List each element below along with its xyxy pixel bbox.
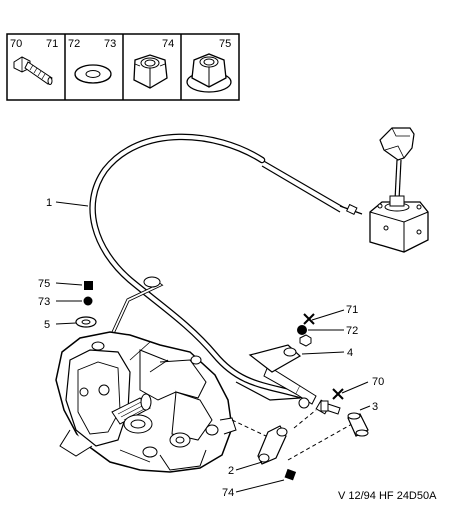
nut-icon [133,54,168,89]
gearbox-housing [55,331,237,473]
marker-70-cross [332,388,344,400]
callout-4: 4 [347,347,353,359]
callout-5: 5 [44,319,50,331]
legend-ref-74: 74 [162,38,174,50]
bracket-bolt [299,334,312,347]
callout-72: 72 [346,325,358,337]
legend-ref-72: 72 [68,38,80,50]
input-shaft [111,393,153,434]
callout-75: 75 [38,278,50,290]
callout-71: 71 [346,304,358,316]
callout-74: 74 [222,487,234,499]
legend-ref-71: 71 [46,38,58,50]
cable-end-bush [347,412,369,437]
cable-bracket [75,276,164,336]
selector-link [231,381,353,461]
legend-ref-75: 75 [219,38,231,50]
legend-ref-70: 70 [10,38,22,50]
fitting-bolt [320,400,341,415]
cable-support-bracket [248,344,302,373]
drawing-reference-code: V 12/94 HF 24D50A [338,490,437,502]
legend-ref-73: 73 [104,38,116,50]
flanged-nut-icon [186,53,232,93]
marker-71-cross [303,313,315,325]
parts-legend: 70 71 72 73 74 75 [6,33,240,101]
bolt-icon [13,56,53,85]
marker-73-circle [83,296,93,306]
selector-lever-arm [257,425,288,465]
nut-72-marker [297,325,307,335]
marker-74-square [284,468,297,481]
callout-70: 70 [372,376,384,388]
gear-cable [89,133,363,415]
washer-icon [74,64,112,84]
callout-2: 2 [228,465,234,477]
callout-3: 3 [372,401,378,413]
callout-1: 1 [46,197,52,209]
marker-75-square [84,281,93,290]
gear-lever-housing [369,127,429,253]
callout-73: 73 [38,296,50,308]
